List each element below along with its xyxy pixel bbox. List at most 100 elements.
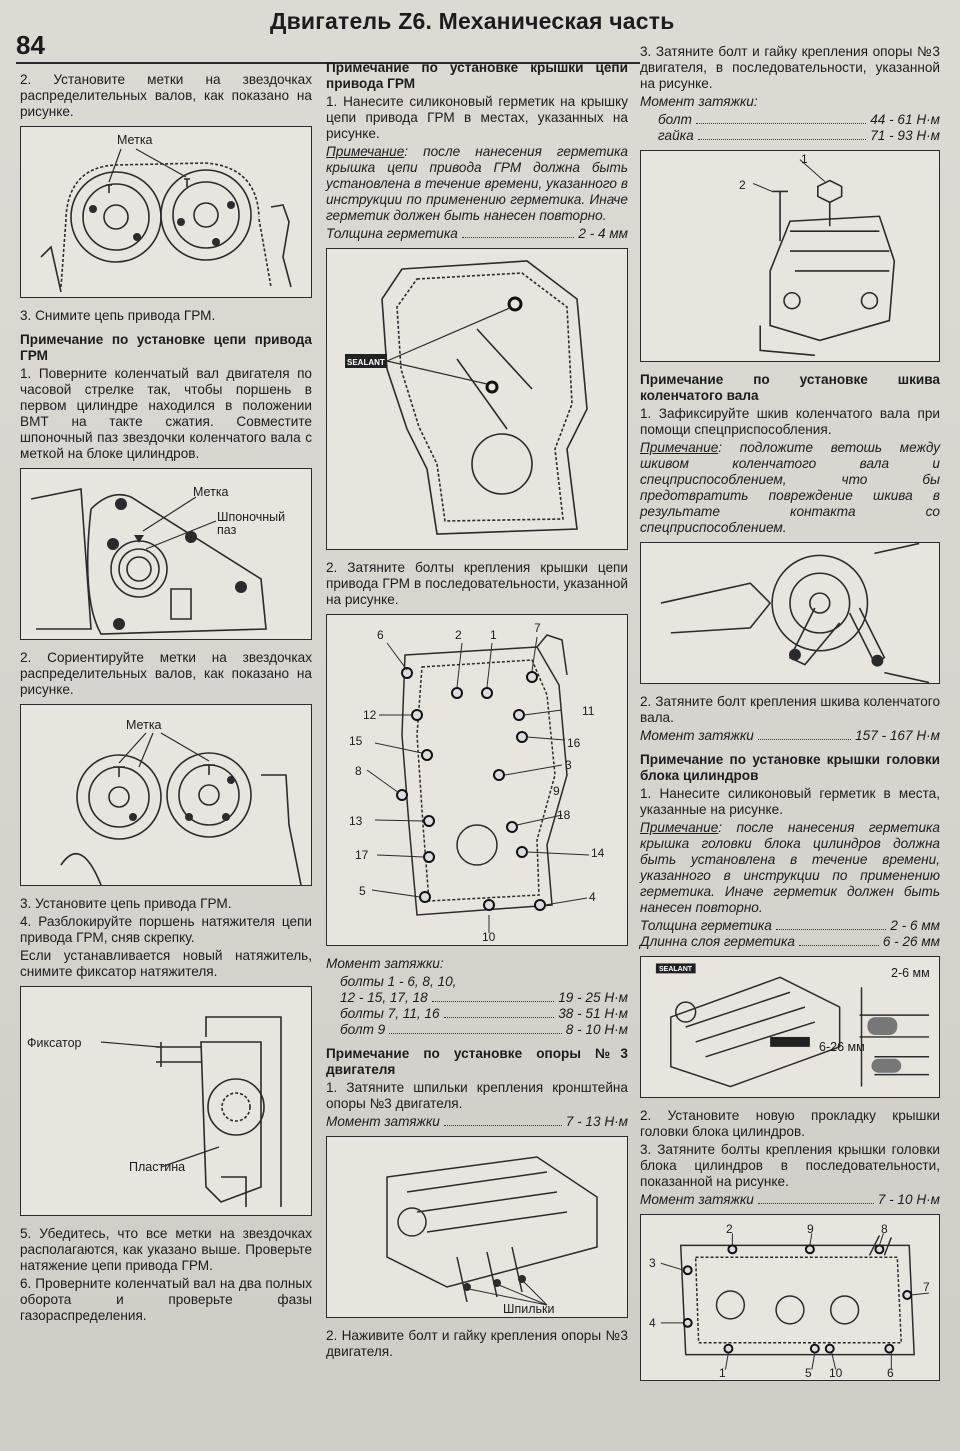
figure-label: Шпоночный паз [217,510,286,537]
figure-timing-cover-sealant: SEALANT [326,248,628,550]
section-heading: Примечание по установке цепи привода ГРМ [20,332,312,363]
spec-value: 2 - 6 мм [890,918,940,933]
torque-table: болты 1 - 6, 8, 10, 12 - 15, 17, 18 19 - … [326,974,628,1038]
engine-mount-drawing [753,159,896,357]
paragraph: 4. Разблокируйте поршень натяжителя цепи… [20,914,312,945]
paragraph: 2. Установите метки на звездочках распре… [20,72,312,119]
thickness-row: Толщина герметика 2 - 4 мм [326,226,628,242]
spec-label: Момент затяжки [640,728,754,743]
page-title: Двигатель Z6. Механическая часть [270,8,675,34]
spec-value: 2 - 4 мм [578,226,628,241]
note-word: Примечание [640,820,719,835]
paragraph: 1. Поверните коленчатый вал двигателя по… [20,366,312,461]
length-row: Длинна слоя герметика 6 - 26 мм [640,934,940,950]
figure-engine-mount-studs: Шпильки [326,1136,628,1318]
spec-label: болты 7, 11, 16 [340,1006,440,1021]
section-heading: Примечание по установке шкива коленчатог… [640,372,940,403]
spec-value: 38 - 51 Н·м [558,1006,628,1021]
sealant-tube-label: SEALANT [347,358,385,367]
spec-label: Момент затяжки [326,1114,440,1129]
torque-row: Момент затяжки 157 - 167 Н·м [640,728,940,744]
figure-camshaft-marks: Метка [20,126,312,298]
paragraph: 3. Установите цепь привода ГРМ. [20,896,232,911]
section-heading: Примечание по установке крышки головки б… [640,752,940,783]
paragraph: 1. Нанесите силиконовый герметик в места… [640,786,940,817]
dimension-label: 6-26 мм [819,1040,865,1054]
tensioner-drawing [100,1016,282,1207]
spec-label: Толщина герметика [326,226,458,241]
spec-value: 8 - 10 Н·м [565,1022,628,1037]
paragraph: 2. Наживите болт и гайку крепления опоры… [326,1328,628,1359]
paragraph: 1. Нанесите силиконовый герметик на крыш… [326,94,628,141]
torque-title: Момент затяжки: [640,94,758,109]
sealant-tube-label: SEALANT [659,966,693,973]
spec-label: болт 9 [340,1022,386,1037]
camshaft-sprockets-drawing-2 [60,732,302,885]
spec-label: Толщина герметика [640,918,772,933]
paragraph: 2. Затяните болты крепления крышки цепи … [326,560,628,607]
spec-value: 71 - 93 Н·м [870,128,940,143]
paragraph: 2. Затяните болт крепления шкива коленча… [640,694,940,725]
header-rule [16,62,640,64]
spec-label: болт [658,112,692,127]
figure-camshaft-orientation: Метка [20,704,312,886]
spec-value: 157 - 167 Н·м [855,728,940,743]
timing-cover-drawing [345,260,588,535]
crankshaft-sprocket-drawing [30,488,267,635]
spec-label: Момент затяжки [640,1192,754,1207]
cylinder-head-drawing [386,1156,598,1306]
camshaft-sprockets-drawing [40,148,292,293]
spec-label: 12 - 15, 17, 18 [340,990,428,1005]
note-text: : подложите ветошь между шкивом коленчат… [640,440,940,535]
thickness-row: Толщина герметика 2 - 6 мм [640,918,940,934]
note-text: : после нанесения герметика крышка цепи … [326,144,628,223]
figure-label: Шпильки [503,1302,555,1316]
spec-label: гайка [658,128,694,143]
figure-engine-mount: 1 2 [640,150,940,362]
figure-tensioner: Фиксатор Пластина [20,986,312,1216]
figure-head-cover-bolts: 2 9 8 3 7 4 1 5 10 6 [640,1214,940,1381]
paragraph: 3. Затяните болты крепления крышки голов… [640,1142,940,1189]
head-cover-bolt-sequence [660,1233,930,1370]
figure-label: Метка [193,485,229,499]
spec-label: болты 1 - 6, 8, 10, [340,974,457,989]
timing-cover-bolt-sequence [366,634,590,933]
paragraph: 3. Затяните болт и гайку крепления опоры… [640,44,940,91]
head-cover-sealant-drawing [655,963,930,1088]
torque-table: болт 44 - 61 Н·м гайка 71 - 93 Н·м [640,112,940,144]
paragraph: 1. Затяните шпильки крепления кронштейна… [326,1080,628,1111]
column-right: 3. Затяните болт и гайку крепления опоры… [640,44,940,1391]
figure-crank-pulley-tool [640,542,940,684]
paragraph: 6. Проверните коленчатый вал на два полн… [20,1276,312,1323]
spec-value: 6 - 26 мм [882,934,940,949]
column-middle: Примечание по установке крышки цепи прив… [326,60,628,1362]
section-heading: Примечание по установке крышки цепи прив… [326,60,628,91]
paragraph: Если устанавливается новый натяжитель, с… [20,948,312,979]
figure-head-cover-sealant: 2-6 мм 6-26 мм SEALANT [640,956,940,1098]
dimension-label: 2-6 мм [891,966,930,980]
spec-label: Длинна слоя герметика [640,934,795,949]
page-number: 84 [16,30,45,60]
figure-label: Фиксатор [27,1036,82,1050]
section-heading: Примечание по установке опоры №3 двигате… [326,1046,628,1077]
figure-crank-keyway: Метка Шпоночный паз [20,468,312,640]
note-text: : после нанесения герметика крышка голов… [640,820,940,915]
torque-row: Момент затяжки 7 - 13 Н·м [326,1114,628,1130]
note-word: Примечание [326,144,405,159]
figure-label: Метка [117,133,153,147]
crank-pulley-drawing [660,543,930,683]
torque-title: Момент затяжки: [326,956,444,971]
paragraph: 5. Убедитесь, что все метки на звездочка… [20,1226,312,1273]
figure-label: Метка [126,718,162,732]
spec-value: 44 - 61 Н·м [870,112,940,127]
spec-value: 19 - 25 Н·м [558,990,628,1005]
spec-value: 7 - 10 Н·м [877,1192,940,1207]
spec-value: 7 - 13 Н·м [565,1114,628,1129]
column-left: 2. Установите метки на звездочках распре… [20,72,312,1326]
figure-timing-cover-bolts: 6 2 1 7 12 11 15 16 8 3 9 13 18 17 14 5 … [326,614,628,946]
paragraph: 2. Сориентируйте метки на звездочках рас… [20,650,312,697]
paragraph: 2. Установите новую прокладку крышки гол… [640,1108,940,1139]
torque-row: Момент затяжки 7 - 10 Н·м [640,1192,940,1208]
paragraph: 3. Снимите цепь привода ГРМ. [20,308,216,323]
